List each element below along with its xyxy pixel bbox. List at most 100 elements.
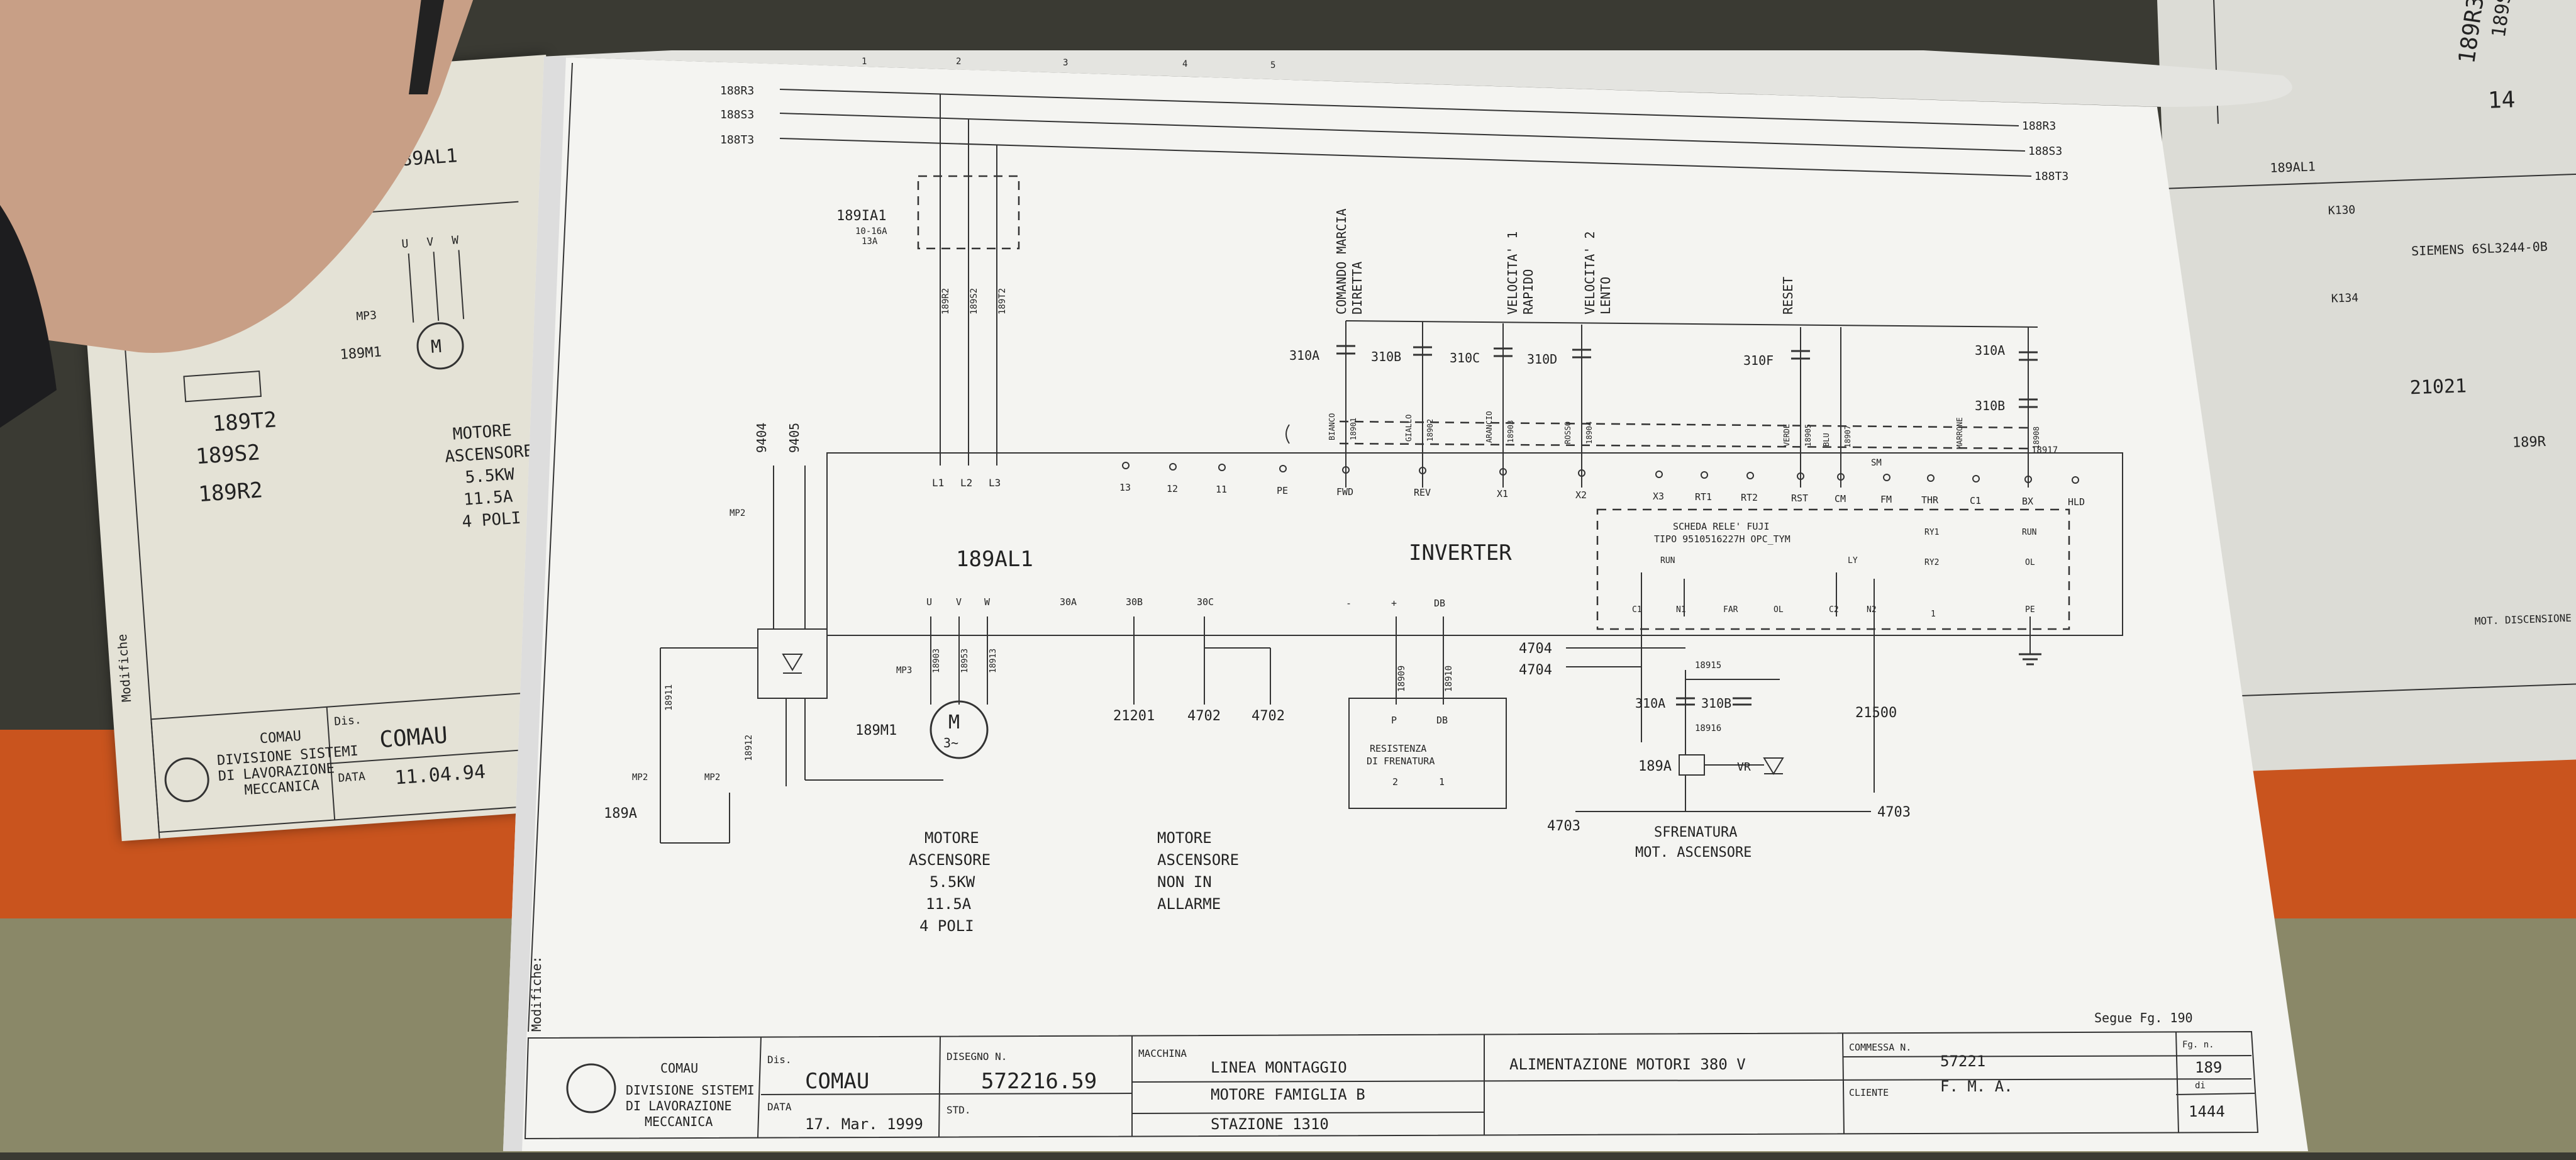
left-motor-id: 189M1 <box>340 344 382 363</box>
relay-run: RUN <box>1660 556 1675 566</box>
wire-number-18903: 18903 <box>1506 420 1515 443</box>
terminal-x1: X1 <box>1497 488 1508 499</box>
left-motor-symbol: M <box>430 336 442 357</box>
resistor-wire-2: 18910 <box>1444 666 1454 692</box>
relay-ly: LY <box>1848 556 1858 566</box>
wire-color-bianco: BIANCO <box>1328 413 1336 440</box>
header-reset: RESET <box>1780 277 1796 315</box>
relay-n2: N2 <box>1867 605 1877 615</box>
bus-input-s: 188S3 <box>720 108 754 121</box>
company-line-2: DIVISIONE SISTEMI <box>626 1083 755 1098</box>
terminal-thr: THR <box>1921 494 1939 506</box>
dis-value: COMAU <box>805 1069 869 1094</box>
macchina-line-1: LINEA MONTAGGIO <box>1211 1059 1347 1076</box>
wire-color-arancio: ARANCIO <box>1485 411 1494 443</box>
contact-310d: 310D <box>1527 352 1557 367</box>
terminal-x3: X3 <box>1653 491 1664 502</box>
terminal-l3: L3 <box>989 477 1001 489</box>
left-revision-label: Modifiche <box>114 633 135 703</box>
alarm-caption-1: MOTORE <box>1157 829 1212 847</box>
terminal-plus: + <box>1391 598 1397 609</box>
wire-color-blu: BLU <box>1822 433 1831 447</box>
company-name: COMAU <box>660 1061 698 1076</box>
motor-letter: M <box>948 711 960 733</box>
hand-arm-photo <box>0 0 474 428</box>
terminal-fwd: FWD <box>1336 486 1353 498</box>
bus-output-r: 188R3 <box>2022 120 2056 133</box>
alarm-ref-4702-a: 4702 <box>1187 708 1221 724</box>
relay-card-title-2: TIPO 9510516227H OPC_TYM <box>1654 533 1790 545</box>
resistor-term-p: P <box>1391 715 1397 726</box>
column-number-1: 1 <box>862 57 867 67</box>
terminal-u: U <box>926 596 932 608</box>
terminal-rt2: RT2 <box>1741 492 1758 503</box>
bus-output-t: 188T3 <box>2035 170 2068 183</box>
schematic-drawing: 1 2 3 4 5 188R3 188S3 188T3 188R3 188S3 … <box>503 35 2308 1151</box>
motor-mp: MP3 <box>896 666 912 676</box>
left-phase-v: V <box>426 235 434 249</box>
resistor-title-2: DI FRENATURA <box>1367 756 1435 767</box>
terminal-hld: HLD <box>2068 496 2085 508</box>
left-data-value: 11.04.94 <box>394 761 487 789</box>
macchina-line-3: STAZIONE 1310 <box>1211 1115 1329 1133</box>
cliente-label: CLIENTE <box>1849 1087 1889 1098</box>
relay-ol: OL <box>1774 605 1784 615</box>
terminal-fm: FM <box>1880 494 1892 505</box>
supply-mp-right: MP2 <box>704 772 720 783</box>
terminal-pe: PE <box>1277 485 1288 496</box>
brake-title-2: MOT. ASCENSORE <box>1635 845 1752 861</box>
shield-label: SM <box>1871 458 1882 468</box>
std-label: STD. <box>947 1104 971 1116</box>
dis-label: Dis. <box>767 1054 792 1066</box>
supply-cable-18912: 18912 <box>744 735 754 761</box>
alarm-caption-4: ALLARME <box>1157 895 1221 913</box>
left-sheet-drawing: M 189AL1 U V W MP3 189M1 189T2 189S2 189… <box>106 85 568 839</box>
fg-value: 189 <box>2195 1059 2222 1076</box>
revision-label: Modifiche: <box>529 956 544 1032</box>
relay-far: FAR <box>1723 605 1738 615</box>
left-motor-text-1: MOTORE <box>452 421 513 443</box>
breaker-wire-3: 189T2 <box>997 288 1008 315</box>
motor-caption-3: 5.5KW <box>930 873 975 891</box>
supply-wire-9404: 9404 <box>754 423 769 453</box>
wire-color-giallo: GIALLO <box>1404 415 1413 442</box>
left-cable-label-2: 189S2 <box>195 440 261 469</box>
left-phase-w: W <box>452 233 459 247</box>
terminal-11: 11 <box>1216 484 1227 495</box>
resistor-term-1: 1 <box>1439 776 1445 788</box>
wire-color-rosso: ROSSO <box>1563 421 1572 444</box>
header-velocita1-1: VELOCITA' 1 <box>1505 231 1520 315</box>
supply-cable-18911: 18911 <box>664 684 674 711</box>
right-schematic-sheet: 189R3- 189S3 14 189AL1 K130 SIEMENS 6SL3… <box>2157 0 2576 774</box>
terminal-c1: C1 <box>1970 495 1981 506</box>
column-number-2: 2 <box>956 57 961 67</box>
disegno-value: 572216.59 <box>981 1069 1097 1094</box>
header-comando-1: COMANDO MARCIA <box>1334 208 1349 315</box>
contact-310a-right: 310A <box>1975 343 2005 358</box>
data-label: DATA <box>767 1101 792 1113</box>
terminal-12: 12 <box>1167 483 1178 494</box>
left-dis-label: Dis. <box>334 713 362 728</box>
relay-c1: C1 <box>1632 605 1642 615</box>
bus-input-r: 188R3 <box>720 84 754 98</box>
brake-ref-4704-b: 4704 <box>1519 662 1552 678</box>
wire-number-18904: 18904 <box>1585 421 1594 444</box>
column-number-3: 3 <box>1063 58 1068 68</box>
supply-wire-9405: 9405 <box>787 423 802 453</box>
brake-coil-label: 189A <box>1638 759 1672 774</box>
right-text-10: MOT. DISCENSIONE <box>2474 612 2572 627</box>
supply-breaker-189a: 189A <box>604 806 637 822</box>
segue-label: Segue Fg. 190 <box>2094 1010 2193 1025</box>
left-phase-u: U <box>401 237 409 251</box>
right-text-4: 189AL1 <box>2270 159 2316 176</box>
bus-input-t: 188T3 <box>720 133 754 147</box>
header-velocita2-2: LENTO <box>1598 277 1613 315</box>
relay-card-box <box>1596 508 2070 630</box>
data-value: 17. Mar. 1999 <box>805 1115 923 1133</box>
header-comando-2: DIRETTA <box>1350 262 1365 315</box>
relay-c2: C2 <box>1829 605 1839 615</box>
left-data-label: DATA <box>338 770 366 785</box>
relay-n1: N1 <box>1676 605 1686 615</box>
brake-ref-4704-a: 4704 <box>1519 641 1552 657</box>
brake-wire-18916: 18916 <box>1695 723 1721 733</box>
